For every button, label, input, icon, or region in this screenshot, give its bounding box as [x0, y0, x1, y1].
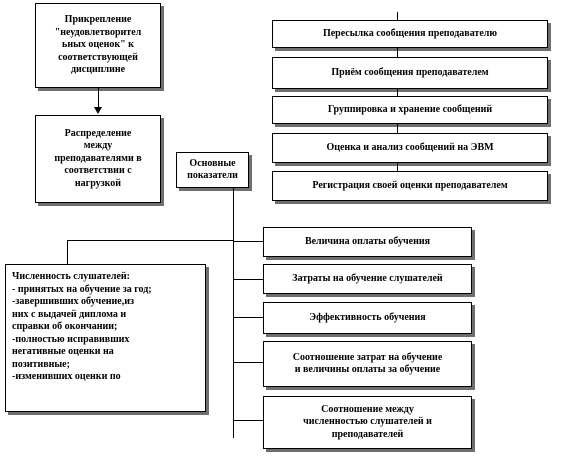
- process-step-1: Пересылка сообщения преподавателю: [272, 20, 548, 48]
- connector-step-3-4: [397, 124, 398, 133]
- box-attach-unsatisfactory-grades: Прикрепление "неудовлетворител ьных оцен…: [35, 3, 161, 88]
- process-step-5: Регистрация своей оценки преподавателем: [272, 171, 548, 201]
- indicator-student-teacher-ratio-text: Соотношение между численностью слушателе…: [303, 403, 432, 440]
- connector-to-payment: [233, 241, 263, 242]
- box-distribution-between-teachers: Распределение между преподавателями в со…: [35, 115, 161, 203]
- connector-right-trunk-top: [397, 12, 398, 20]
- box-main-indicators: Основные показатели: [176, 152, 249, 188]
- indicator-student-teacher-ratio: Соотношение между численностью слушателе…: [263, 396, 472, 449]
- box-attach-unsatisfactory-grades-text: Прикрепление "неудовлетворител ьных оцен…: [54, 14, 142, 76]
- indicator-cost-payment-ratio: Соотношение затрат на обучение и величин…: [263, 341, 472, 387]
- process-step-5-text: Регистрация своей оценки преподавателем: [312, 179, 508, 191]
- connector-step-1-2: [397, 48, 398, 57]
- process-step-4-text: Оценка и анализ сообщений на ЭВМ: [326, 141, 494, 153]
- connector-to-efficiency: [233, 317, 263, 318]
- arrow-down-icon: [94, 107, 102, 114]
- box-students-count: Численность слушателей: - принятых на об…: [5, 264, 206, 412]
- connector-to-ratio-students: [233, 420, 263, 421]
- connector-to-students-horizontal: [67, 240, 233, 241]
- connector-center-trunk: [233, 188, 234, 438]
- indicator-payment-amount: Величина оплаты обучения: [263, 227, 472, 257]
- box-distribution-between-teachers-text: Распределение между преподавателями в со…: [54, 127, 142, 189]
- connector-step-4-5: [397, 163, 398, 171]
- process-step-3-text: Группировка и хранение сообщений: [327, 103, 493, 115]
- indicator-training-costs-text: Затраты на обучение слушателей: [292, 272, 443, 284]
- indicator-training-efficiency-text: Эффективность обучения: [309, 311, 426, 323]
- process-step-4: Оценка и анализ сообщений на ЭВМ: [272, 133, 548, 163]
- box-main-indicators-text: Основные показатели: [187, 157, 238, 182]
- process-step-3: Группировка и хранение сообщений: [272, 96, 548, 124]
- indicator-cost-payment-ratio-text: Соотношение затрат на обучение и величин…: [292, 351, 443, 376]
- process-step-2-text: Приём сообщения преподавателем: [331, 66, 489, 78]
- process-step-2: Приём сообщения преподавателем: [272, 57, 548, 89]
- indicator-payment-amount-text: Величина оплаты обучения: [304, 235, 431, 247]
- connector-to-ratio-costs: [233, 362, 263, 363]
- box-students-count-text: Численность слушателей: - принятых на об…: [12, 271, 152, 382]
- connector-step-2-3: [397, 89, 398, 96]
- process-step-1-text: Пересылка сообщения преподавателю: [322, 27, 498, 39]
- connector-to-costs: [233, 279, 263, 280]
- indicator-training-efficiency: Эффективность обучения: [263, 302, 472, 334]
- connector-left-down: [98, 88, 99, 108]
- indicator-training-costs: Затраты на обучение слушателей: [263, 264, 472, 294]
- connector-to-students-vertical: [67, 240, 68, 264]
